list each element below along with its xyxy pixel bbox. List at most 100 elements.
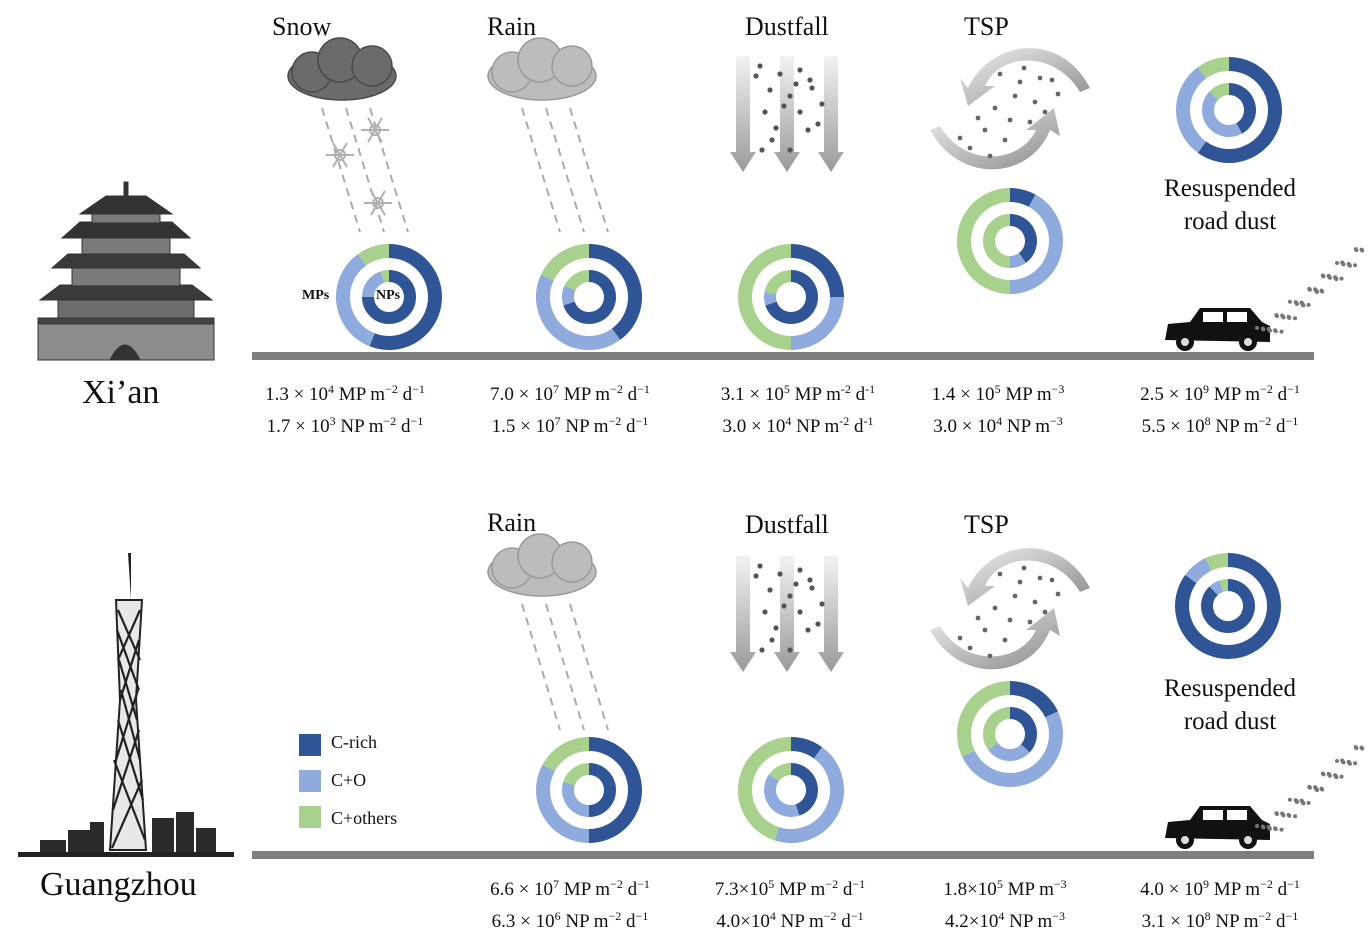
value-part: 4 xyxy=(785,414,792,428)
value-part: −2 xyxy=(383,414,397,428)
donut-guangzhou-3-mp-slice-c-others xyxy=(1205,553,1229,571)
donut-guangzhou-1-mp-slice-c-others xyxy=(738,737,792,841)
value-part: 9 xyxy=(1203,877,1210,891)
value-part: −1 xyxy=(850,909,864,923)
label-dustfall-xian: Dustfall xyxy=(745,12,829,41)
value-part: d xyxy=(1272,384,1288,405)
value-part: −1 xyxy=(1285,414,1299,428)
value-part: 4 xyxy=(328,382,335,396)
value-part: 7 xyxy=(553,382,560,396)
value-part: NP m xyxy=(560,416,609,437)
value-part: 1.3 × 10 xyxy=(265,384,329,405)
donut-guangzhou-2-mp-slice-c-others xyxy=(957,681,1011,757)
value-part: −2 xyxy=(1258,414,1272,428)
dustfall-arrows-icon-guangzhou xyxy=(730,556,844,672)
value-part: 3.0 × 10 xyxy=(722,416,786,437)
donut-guangzhou-3-mp-slice-c-rich xyxy=(1175,553,1281,659)
donut-xian-4-np-slice-c-rich xyxy=(1228,83,1256,134)
value-part: NP m xyxy=(1002,416,1051,437)
snowflake-icon xyxy=(364,190,392,216)
value-part: −2 xyxy=(825,877,839,891)
donut-xian-1-np-slice-c-others xyxy=(564,270,590,292)
donut-guangzhou-1-mp-slice-c-rich xyxy=(790,737,823,759)
value-part: NP m xyxy=(560,911,609,932)
value-part: 6.6 × 10 xyxy=(490,879,554,900)
value-part: −3 xyxy=(1051,382,1065,396)
value-part: -1 xyxy=(863,414,874,428)
value-part: d xyxy=(621,416,636,437)
road-xian xyxy=(252,352,1314,360)
value-part: −2 xyxy=(1260,382,1273,396)
rain-cloud-icon-xian xyxy=(487,37,609,233)
value-part: −2 xyxy=(823,909,837,923)
value-part: 5 xyxy=(783,382,790,396)
city-guangzhou: Guangzhou xyxy=(40,866,197,903)
value-part: −3 xyxy=(1050,414,1063,428)
donut-guangzhou-0-np-slice-c-rich xyxy=(588,763,616,817)
value-part: −1 xyxy=(635,414,649,428)
car-icon-guangzhou xyxy=(1165,745,1365,849)
donut-guangzhou-2-np-slice-c-rich xyxy=(1009,707,1037,753)
legend-label-c-others: C+others xyxy=(331,808,398,828)
value-part: 1.7 × 10 xyxy=(266,416,330,437)
value-part: NP m xyxy=(775,911,824,932)
value-part: −1 xyxy=(412,382,425,396)
value-part: d xyxy=(1271,416,1286,437)
value-part: 4 xyxy=(769,909,776,923)
value-part: MP m xyxy=(1209,384,1261,405)
value-part: d xyxy=(396,416,411,437)
value-part: MP m xyxy=(1002,879,1054,900)
value-part: −1 xyxy=(1287,382,1300,396)
value-part: MP m xyxy=(774,879,826,900)
legend-swatch-c-o xyxy=(299,770,321,792)
label-snow: Snow xyxy=(272,12,332,41)
rain-cloud-icon-guangzhou xyxy=(487,533,609,731)
value-part: MP m xyxy=(559,384,611,405)
donut-xian-0-np-slice-c-others xyxy=(380,270,390,283)
donut-xian-2-mp-slice-c-o xyxy=(790,296,844,350)
value-part: 6 xyxy=(554,909,561,923)
value-part: NP m xyxy=(791,416,840,437)
bell-tower-icon xyxy=(37,181,215,361)
value-part: −1 xyxy=(1287,877,1300,891)
donut-xian-0 xyxy=(336,244,442,350)
donut-xian-0-np-slice-c-rich xyxy=(362,270,416,324)
label-mps: MPs xyxy=(302,288,330,303)
value-part: NP m xyxy=(1210,416,1259,437)
donut-xian-1 xyxy=(536,244,642,350)
donut-xian-2-mp-slice-c-others xyxy=(738,244,792,350)
donut-xian-3-mp-slice-c-o xyxy=(1009,194,1063,294)
donut-guangzhou-2-mp-slice-c-o xyxy=(962,711,1063,787)
label-rain-xian: Rain xyxy=(487,12,537,41)
value-part: −2 xyxy=(1258,909,1272,923)
value-part: d xyxy=(621,911,636,932)
donut-xian-4-mp-slice-c-rich xyxy=(1197,57,1282,163)
donut-xian-3-np-slice-c-others xyxy=(983,214,1011,268)
donut-xian-3-np-slice-c-o xyxy=(1009,252,1026,268)
value-part: −2 xyxy=(610,877,623,891)
value-part: d xyxy=(397,384,413,405)
value-part: 8 xyxy=(1204,414,1211,428)
donut-xian-2 xyxy=(738,244,844,350)
value-part: 8 xyxy=(1204,909,1211,923)
value-part: 3.0 × 10 xyxy=(933,416,997,437)
value-part: 3 xyxy=(329,414,336,428)
donut-guangzhou-3-np-slice-c-o xyxy=(1209,580,1224,596)
donut-guangzhou-3 xyxy=(1175,553,1281,659)
donut-guangzhou-3-np-slice-c-others xyxy=(1219,579,1229,592)
label-rain-guangzhou: Rain xyxy=(487,508,537,537)
donut-xian-1-mp-slice-c-others xyxy=(541,244,590,281)
donut-guangzhou-1-np-slice-c-rich xyxy=(790,763,818,816)
value-part: −2 xyxy=(608,909,622,923)
road-guangzhou xyxy=(252,851,1314,859)
value-part: 4.0×10 xyxy=(716,911,770,932)
value-part: 4 xyxy=(996,414,1003,428)
value-part: 7.3×10 xyxy=(714,879,769,900)
city-xian: Xi’an xyxy=(82,374,160,411)
donut-xian-4-mp-slice-c-others xyxy=(1197,57,1230,79)
donut-xian-2-np-slice-c-o xyxy=(764,291,777,306)
